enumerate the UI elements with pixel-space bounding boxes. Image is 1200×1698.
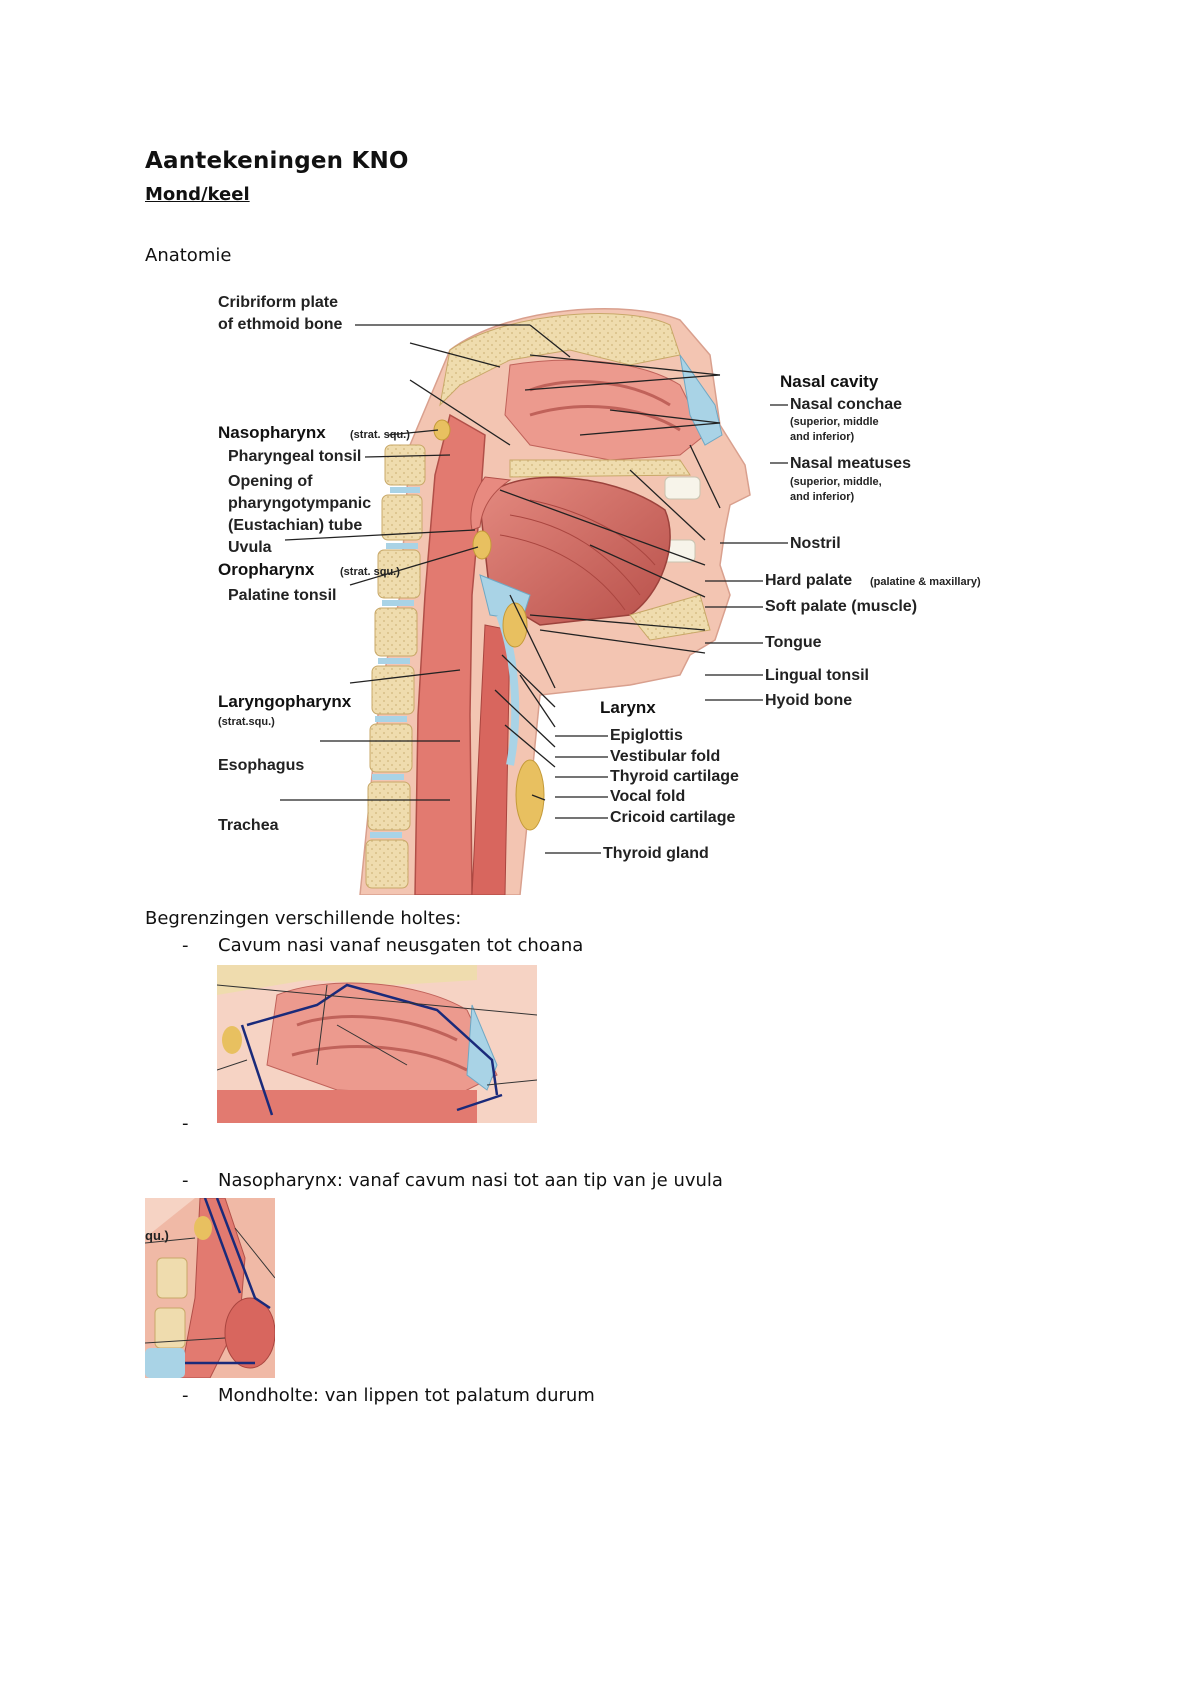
bullet-marker-2: - xyxy=(182,1113,189,1134)
label-nasal-cavity: Nasal cavity xyxy=(780,372,879,391)
boundary-lines-naso xyxy=(185,1198,271,1365)
label-nasopharynx-note: (strat. squ.) xyxy=(350,429,410,441)
leader-lines-naso xyxy=(145,1227,275,1344)
nasopharynx-crop-figure: qu.) xyxy=(145,1198,275,1378)
label-epiglottis: Epiglottis xyxy=(610,727,683,744)
label-vestibular-fold: Vestibular fold xyxy=(610,748,720,765)
label-uvula: Uvula xyxy=(228,539,272,556)
anatomy-heading: Anatomie xyxy=(145,245,232,266)
label-oropharynx: Oropharynx xyxy=(218,560,315,579)
label-cricoid-cartilage: Cricoid cartilage xyxy=(610,809,735,826)
label-palatine-tonsil: Palatine tonsil xyxy=(228,587,336,604)
label-laryngopharynx: Laryngopharynx xyxy=(218,692,352,711)
label-thyroid-cartilage: Thyroid cartilage xyxy=(610,768,739,785)
label-lingual-tonsil: Lingual tonsil xyxy=(765,667,869,684)
label-trachea: Trachea xyxy=(218,817,279,834)
label-pharyngotympanic: pharyngotympanic xyxy=(228,495,371,512)
bullet-marker-1: - xyxy=(182,935,189,956)
label-opening-of: Opening of xyxy=(228,473,313,490)
label-nasal-meatuses: Nasal meatuses xyxy=(790,455,911,472)
bullet-nasopharynx: Nasopharynx: vanaf cavum nasi tot aan ti… xyxy=(218,1170,723,1191)
bullet-marker-4: - xyxy=(182,1385,189,1406)
bullet-mondholte: Mondholte: van lippen tot palatum durum xyxy=(218,1385,595,1406)
label-soft-palate: Soft palate (muscle) xyxy=(765,598,917,615)
head-neck-sagittal-figure: Cribriform plate of ethmoid bone Nasopha… xyxy=(218,295,981,895)
leader-lines-nasal xyxy=(217,984,537,1086)
label-pharyngeal-tonsil: Pharyngeal tonsil xyxy=(228,448,361,465)
label-nostril: Nostril xyxy=(790,535,841,552)
right-label-ticks xyxy=(545,404,788,854)
label-eustachian-tube: (Eustachian) tube xyxy=(228,517,362,534)
leader-lines xyxy=(280,324,721,801)
section-subtitle: Mond/keel xyxy=(145,184,250,205)
label-naso-crop: qu.) xyxy=(145,1228,169,1243)
label-tongue: Tongue xyxy=(765,634,822,651)
label-nasal-meatuses-note-1: (superior, middle, xyxy=(790,476,882,488)
boundary-lines-nasal xyxy=(240,983,503,1116)
label-cribriform-plate-line2: of ethmoid bone xyxy=(218,316,343,333)
label-vocal-fold: Vocal fold xyxy=(610,788,685,805)
label-laryngopharynx-note: (strat.squ.) xyxy=(218,716,275,728)
label-cribriform-plate: Cribriform plate xyxy=(218,295,338,311)
bullet-cavum-nasi: Cavum nasi vanaf neusgaten tot choana xyxy=(218,935,584,956)
label-nasal-meatuses-note-2: and inferior) xyxy=(790,491,855,503)
nasal-cavity-crop-figure xyxy=(217,965,537,1123)
label-esophagus: Esophagus xyxy=(218,757,304,774)
boundaries-heading: Begrenzingen verschillende holtes: xyxy=(145,908,462,929)
label-larynx: Larynx xyxy=(600,698,656,717)
label-hyoid-bone: Hyoid bone xyxy=(765,692,852,709)
label-oropharynx-note: (strat. squ.) xyxy=(340,566,400,578)
label-nasal-conchae-note-1: (superior, middle xyxy=(790,416,879,428)
bullet-marker-3: - xyxy=(182,1170,189,1191)
label-nasal-conchae-note-2: and inferior) xyxy=(790,431,855,443)
label-hard-palate-note: (palatine & maxillary) xyxy=(870,576,981,588)
label-nasal-conchae: Nasal conchae xyxy=(790,396,902,413)
label-thyroid-gland: Thyroid gland xyxy=(603,845,709,862)
label-nasopharynx: Nasopharynx xyxy=(218,423,326,442)
label-hard-palate: Hard palate xyxy=(765,572,852,589)
page-title: Aantekeningen KNO xyxy=(145,148,409,174)
vertebral-column xyxy=(365,444,426,889)
anatomy-illustration xyxy=(359,308,751,895)
